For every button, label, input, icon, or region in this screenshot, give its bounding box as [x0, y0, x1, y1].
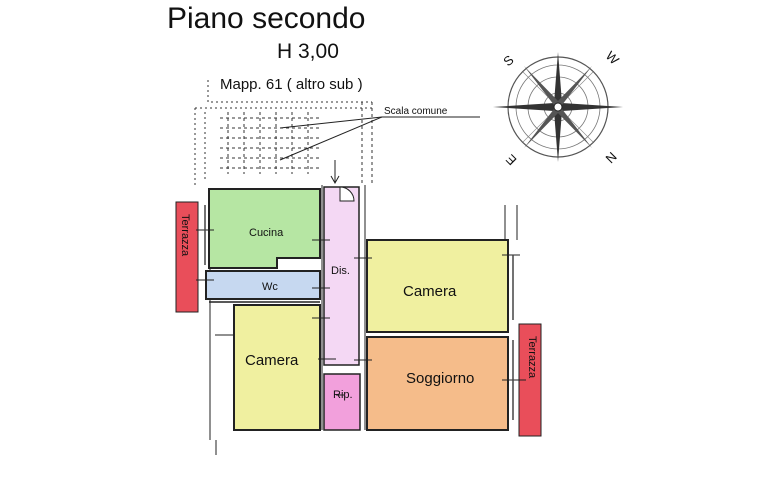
terrace-left-label: Terrazza: [179, 214, 191, 257]
room-cucina-label: Cucina: [249, 227, 284, 239]
parcel-label: Mapp. 61 ( altro sub ): [220, 76, 363, 93]
room-camera-right-label: Camera: [403, 283, 457, 300]
ceiling-height: H 3,00: [277, 40, 339, 63]
stair-leader-lines: [279, 116, 480, 161]
compass-label-e: E: [503, 151, 520, 168]
room-camera-right: [366, 239, 509, 333]
terrace-left: [175, 201, 199, 313]
compass-label-s: S: [500, 52, 517, 69]
room-cucina: [208, 188, 321, 269]
window-marks: [204, 205, 514, 420]
room-disimpegno-label: Dis.: [331, 265, 350, 277]
terrace-right-label: Terrazza: [526, 336, 538, 379]
room-camera-left: [233, 304, 321, 431]
door-ticks: [196, 229, 526, 396]
room-camera-left-label: Camera: [245, 352, 299, 369]
compass-label-n: N: [603, 149, 620, 166]
room-soggiorno-label: Soggiorno: [406, 370, 474, 387]
room-wc: [205, 270, 321, 300]
room-disimpegno: [323, 186, 360, 366]
room-soggiorno: [366, 336, 509, 431]
compass-rose-icon: [493, 52, 623, 162]
common-stair: [194, 80, 373, 185]
compass-label-w: W: [603, 48, 623, 68]
stair-label: Scala comune: [384, 106, 448, 117]
plan-title: Piano secondo: [167, 2, 366, 35]
room-ripostiglio: [323, 373, 361, 431]
room-wc-label: Wc: [262, 281, 278, 293]
